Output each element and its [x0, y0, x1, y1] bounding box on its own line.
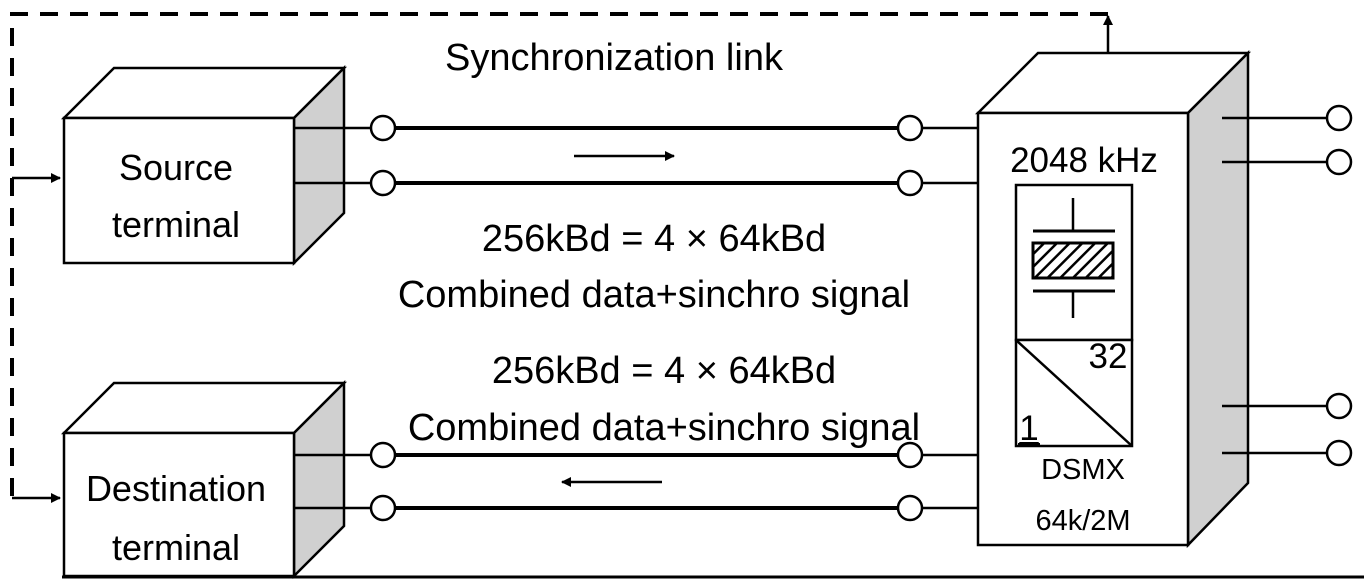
destination-terminal-label-line1: Destination — [86, 468, 266, 509]
output-terminal-circle — [1325, 148, 1353, 176]
upper-link — [294, 114, 978, 197]
upper-signal-description: Combined data+sinchro signal — [398, 274, 910, 316]
crystal-oscillator-icon — [1031, 198, 1115, 318]
mux-channel-low: 1 — [1019, 409, 1038, 448]
destination-terminal: Destination terminal — [60, 379, 348, 580]
sync-link-dashed-line — [10, 12, 1108, 500]
source-terminal-label-line1: Source — [119, 147, 233, 188]
lower-signal-rate: 256kBd = 4 × 64kBd — [492, 350, 836, 392]
terminal-circle — [369, 114, 397, 142]
terminal-circle — [369, 169, 397, 197]
source-terminal: Source terminal — [60, 64, 348, 267]
mux-converter-diagonal — [1015, 339, 1133, 447]
terminal-circle — [369, 441, 397, 469]
terminal-circle — [369, 494, 397, 522]
lower-signal-description: Combined data+sinchro signal — [408, 407, 920, 449]
terminal-circle — [896, 169, 924, 197]
sync-link-label: Synchronization link — [445, 37, 784, 79]
mux-rate: 64k/2M — [1035, 505, 1130, 537]
output-terminal-circle — [1325, 104, 1353, 132]
terminal-circle — [896, 494, 924, 522]
mux-clock-label: 2048 kHz — [1010, 141, 1158, 180]
source-box-front — [62, 116, 296, 265]
destination-terminal-label-line2: terminal — [112, 527, 240, 568]
mux-channel-high: 32 — [1089, 337, 1128, 376]
mux-outputs — [1222, 104, 1353, 467]
output-terminal-circle — [1325, 392, 1353, 420]
multiplexer: 2048 kHz 32 1 DSMX 64k/2M — [974, 49, 1252, 549]
source-terminal-label-line2: terminal — [112, 204, 240, 245]
lower-link — [294, 441, 978, 522]
mux-box-side — [1186, 49, 1250, 549]
output-terminal-circle — [1325, 439, 1353, 467]
mux-name: DSMX — [1041, 454, 1125, 486]
sync-link: Synchronization link — [10, 12, 1113, 503]
terminal-circle — [896, 114, 924, 142]
upper-signal-rate: 256kBd = 4 × 64kBd — [482, 218, 826, 260]
